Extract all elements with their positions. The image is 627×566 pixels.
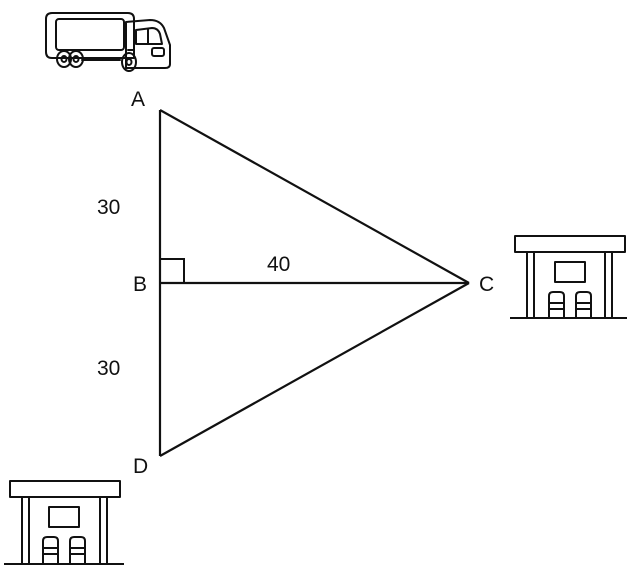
segment-ac	[159, 109, 470, 284]
point-label-c: C	[479, 273, 494, 296]
gas-station-icon	[4, 480, 124, 565]
triangle-figure	[158, 109, 470, 457]
gas-station-icon	[510, 235, 627, 319]
length-label-bd: 30	[97, 357, 120, 380]
point-label-d: D	[133, 455, 148, 478]
segment-dc	[159, 282, 470, 457]
length-label-ab: 30	[97, 196, 120, 219]
length-label-bc: 40	[267, 253, 290, 276]
point-label-b: B	[133, 273, 147, 296]
point-label-a: A	[131, 88, 145, 111]
right-angle-marker	[160, 258, 185, 283]
truck-icon	[45, 12, 171, 72]
